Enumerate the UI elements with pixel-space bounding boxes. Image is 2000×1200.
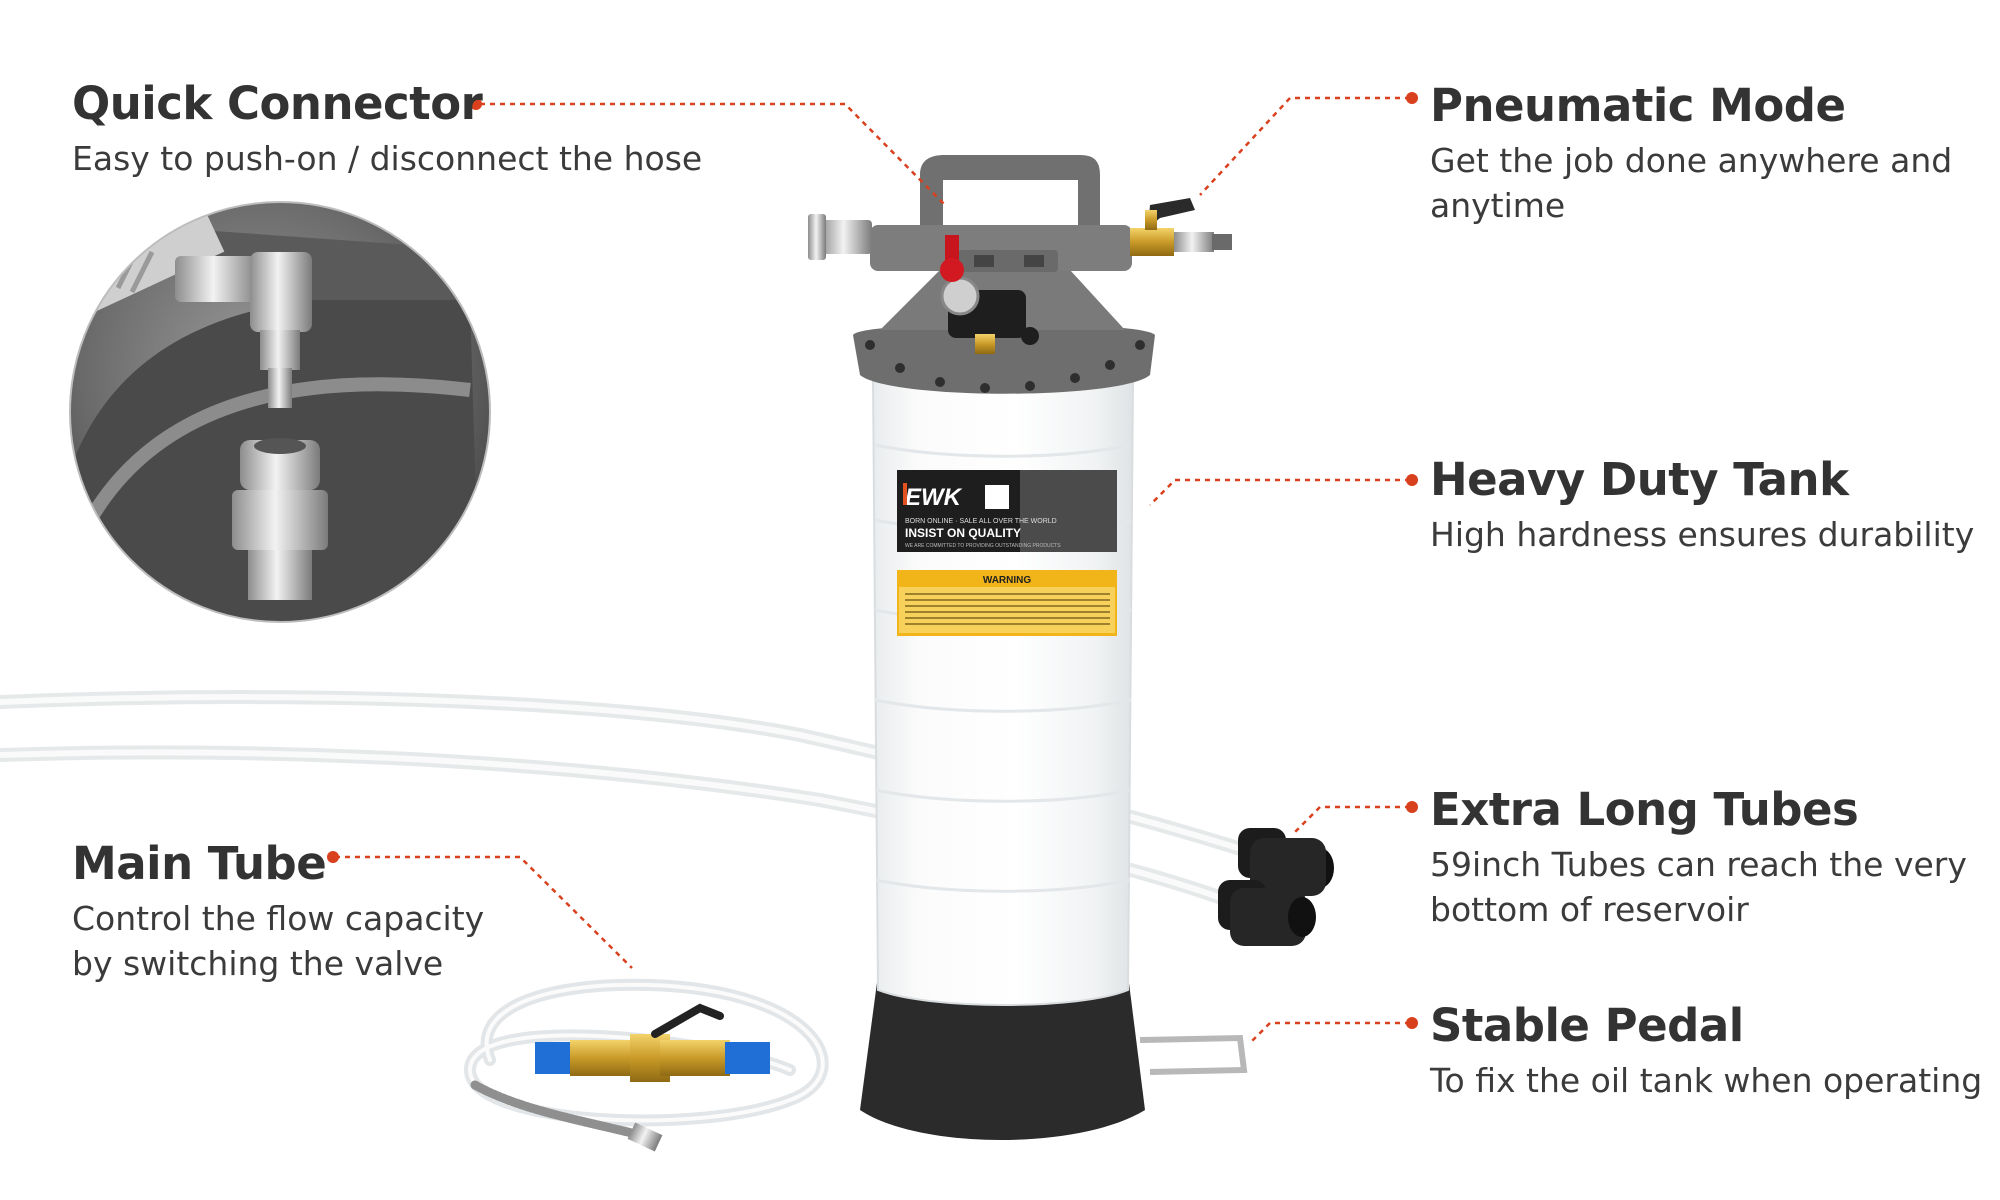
- pedal-bracket: [1139, 1034, 1248, 1075]
- feature-pneumatic-mode: Pneumatic Mode Get the job done anywhere…: [1430, 80, 1990, 228]
- svg-text:INSIST ON QUALITY: INSIST ON QUALITY: [905, 526, 1021, 540]
- oil-extractor-tank: EWK BORN ONLINE · SALE ALL OVER THE WORL…: [808, 155, 1334, 1140]
- feature-title: Quick Connector: [72, 77, 483, 130]
- feature-description: Easy to push-on / disconnect the hose: [72, 139, 703, 178]
- feature-description: To fix the oil tank when operating: [1430, 1061, 1983, 1100]
- quick-connector-detail: [69, 201, 491, 623]
- feature-extra-long-tubes: Extra Long Tubes 59inch Tubes can reach …: [1430, 784, 1990, 932]
- main-tube-accessory: [463, 978, 829, 1152]
- brand-label: EWK BORN ONLINE · SALE ALL OVER THE WORL…: [897, 470, 1117, 552]
- svg-text:WE ARE COMMITTED TO PROVIDING: WE ARE COMMITTED TO PROVIDING OUTSTANDIN…: [905, 543, 1061, 549]
- feature-description: 59inch Tubes can reach the very bottom o…: [1430, 845, 1967, 929]
- callout-dots: [327, 92, 1418, 1029]
- feature-heavy-duty-tank: Heavy Duty Tank High hardness ensures du…: [1430, 454, 1974, 557]
- warning-label: WARNING: [897, 570, 1117, 636]
- callout-leaders: [335, 96, 1410, 1044]
- feature-description: Control the flow capacity by switching t…: [72, 899, 485, 983]
- feature-description: High hardness ensures durability: [1430, 515, 1975, 554]
- feature-title: Pneumatic Mode: [1430, 79, 1846, 132]
- svg-text:WARNING: WARNING: [983, 575, 1032, 586]
- svg-text:BORN ONLINE · SALE ALL OVER TH: BORN ONLINE · SALE ALL OVER THE WORLD: [905, 518, 1057, 525]
- feature-description: Get the job done anywhere and anytime: [1430, 141, 1953, 225]
- pneumatic-fitting: [1130, 198, 1232, 256]
- feature-title: Extra Long Tubes: [1430, 783, 1859, 836]
- feature-stable-pedal: Stable Pedal To fix the oil tank when op…: [1430, 1000, 1982, 1103]
- feature-quick-connector: Quick Connector Easy to push-on / discon…: [72, 78, 702, 181]
- feature-main-tube: Main Tube Control the flow capacity by s…: [72, 838, 512, 986]
- feature-title: Main Tube: [72, 837, 327, 890]
- svg-text:EWK: EWK: [905, 484, 963, 511]
- feature-title: Heavy Duty Tank: [1430, 453, 1849, 506]
- feature-title: Stable Pedal: [1430, 999, 1744, 1052]
- tube-end-caps: [1218, 828, 1334, 946]
